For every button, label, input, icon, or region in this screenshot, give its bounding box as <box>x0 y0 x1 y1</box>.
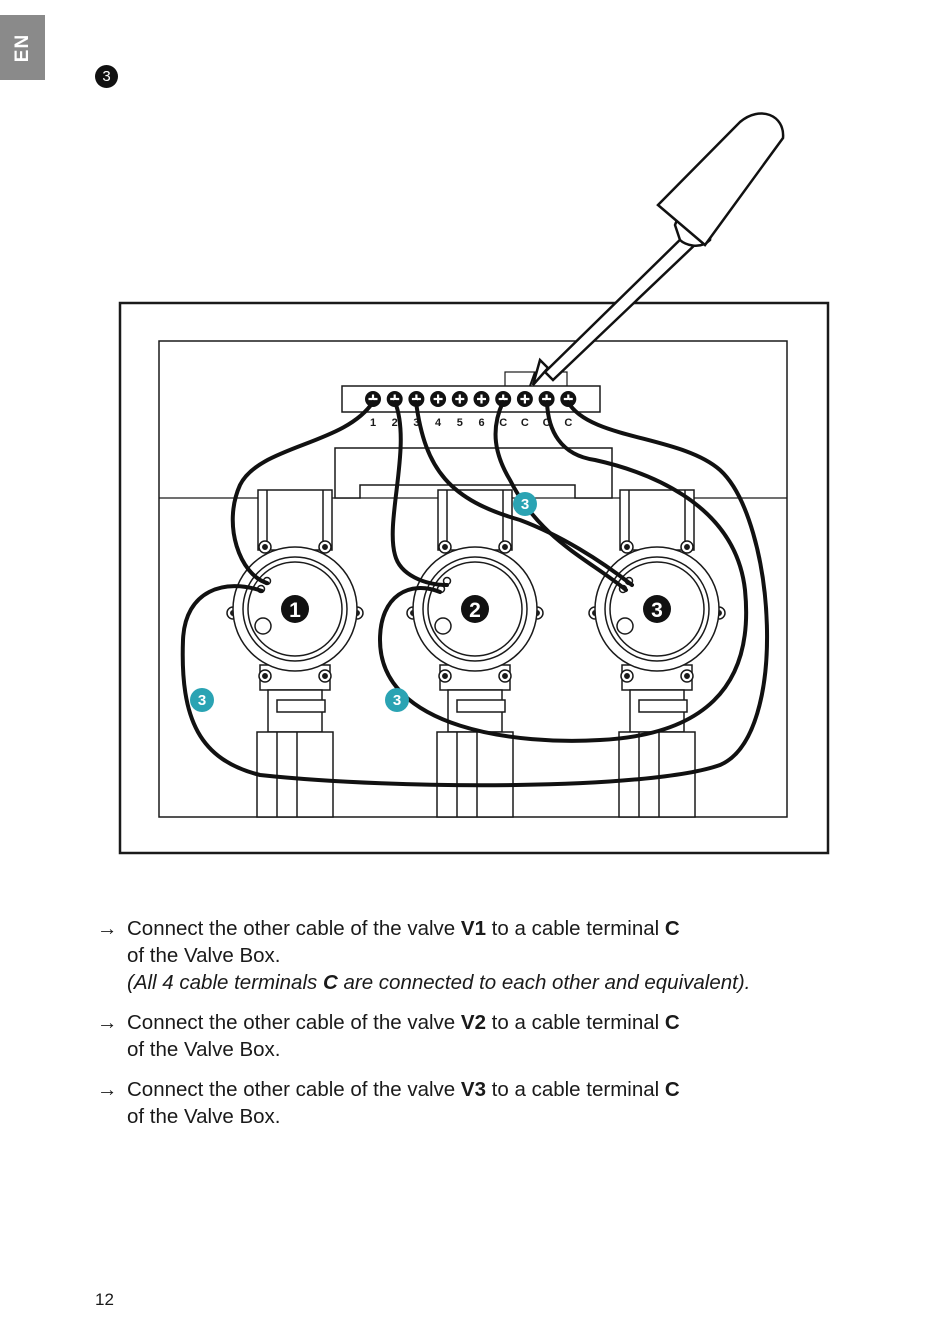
terminal-screw-icon <box>365 391 381 407</box>
page-number: 12 <box>95 1290 114 1309</box>
wiring-illustration: 1 2 3 4 5 6 C C C C 1 2 3 3 3 3 <box>118 112 830 855</box>
callouts: 3 3 3 <box>190 492 537 712</box>
valves: 1 2 3 <box>226 489 726 818</box>
instruction-text: to a cable terminal <box>485 1011 665 1034</box>
terminal-label: C <box>664 1011 680 1034</box>
instruction-item: → Connect the other cable of the valve V… <box>97 1009 857 1063</box>
instruction-text: of the Valve Box. <box>127 1105 281 1128</box>
valve-label: V1 <box>460 917 486 940</box>
note-text: (All 4 cable terminals <box>127 971 323 994</box>
instruction-note: (All 4 cable terminals C are connected t… <box>127 971 750 994</box>
instruction-text: Connect the other cable of the valve <box>127 1011 461 1034</box>
terminal-screw-icon <box>516 391 533 407</box>
valve-label: V2 <box>460 1011 486 1034</box>
instruction-text: Connect the other cable of the valve <box>127 1078 461 1101</box>
terminal-screw-icon <box>430 391 447 407</box>
cable-v3-to-terminal-c <box>493 400 628 592</box>
terminal-label: C <box>664 917 680 940</box>
callout-badge: 3 <box>385 688 409 712</box>
valve: 2 <box>406 489 544 818</box>
screwdriver <box>529 112 785 387</box>
valve-number: 1 <box>289 599 301 622</box>
valve-number-badge <box>643 595 671 623</box>
terminal-screw-icon <box>386 391 403 407</box>
instruction-item: → Connect the other cable of the valve V… <box>97 915 857 996</box>
note-terminal-label: C <box>322 971 338 994</box>
valve-label: V3 <box>460 1078 486 1101</box>
terminal-label: C <box>543 417 551 429</box>
terminal-label: 1 <box>370 417 376 429</box>
callout-badge: 3 <box>513 492 537 516</box>
step-number-badge: 3 <box>95 65 118 88</box>
callout-badge: 3 <box>190 688 214 712</box>
terminal-label: C <box>521 417 529 429</box>
cables <box>180 400 769 788</box>
cable-v1-to-terminal-1 <box>230 400 375 585</box>
terminal-label: 6 <box>478 417 484 429</box>
valve-number: 2 <box>469 599 481 622</box>
callout-label: 3 <box>521 496 529 513</box>
terminal-block <box>341 385 601 413</box>
arrow-icon: → <box>97 1011 118 1034</box>
instructions-list: → Connect the other cable of the valve V… <box>97 915 857 1143</box>
instruction-text: to a cable terminal <box>485 917 665 940</box>
arrow-icon: → <box>97 1078 118 1101</box>
valve-number-badge <box>461 595 489 623</box>
terminal-label: 3 <box>413 417 419 429</box>
note-text: are connected to each other and equivale… <box>337 971 751 994</box>
instruction-text: Connect the other cable of the valve <box>127 917 461 940</box>
instruction-text: of the Valve Box. <box>127 944 281 967</box>
terminal-label: C <box>564 417 572 429</box>
terminal-labels: 1 2 3 4 5 6 C C C C <box>370 417 572 429</box>
terminal-screw-icon <box>451 391 468 407</box>
terminal-label: 2 <box>392 417 398 429</box>
terminal-label: C <box>664 1078 680 1101</box>
valve: 3 <box>588 489 726 818</box>
valve-number: 3 <box>651 599 663 622</box>
terminal-screw-icon <box>473 391 490 407</box>
terminal-label: 4 <box>435 417 442 429</box>
valve: 1 <box>226 489 364 818</box>
instruction-text: to a cable terminal <box>485 1078 665 1101</box>
cable-v2-to-terminal-2 <box>390 400 449 587</box>
terminal-label: C <box>499 417 507 429</box>
language-tab: EN <box>0 15 45 80</box>
instruction-text: of the Valve Box. <box>127 1038 281 1061</box>
instruction-item: → Connect the other cable of the valve V… <box>97 1076 857 1130</box>
callout-label: 3 <box>393 692 401 709</box>
callout-label: 3 <box>198 692 206 709</box>
cable-v2-to-terminal-c <box>377 400 749 743</box>
cable-v3-to-terminal-3 <box>414 400 634 587</box>
terminal-label: 5 <box>457 417 463 429</box>
terminal-screws <box>365 391 577 407</box>
valve-number-badge <box>281 595 309 623</box>
arrow-icon: → <box>97 917 118 940</box>
cable-v1-to-terminal-c <box>180 400 769 788</box>
